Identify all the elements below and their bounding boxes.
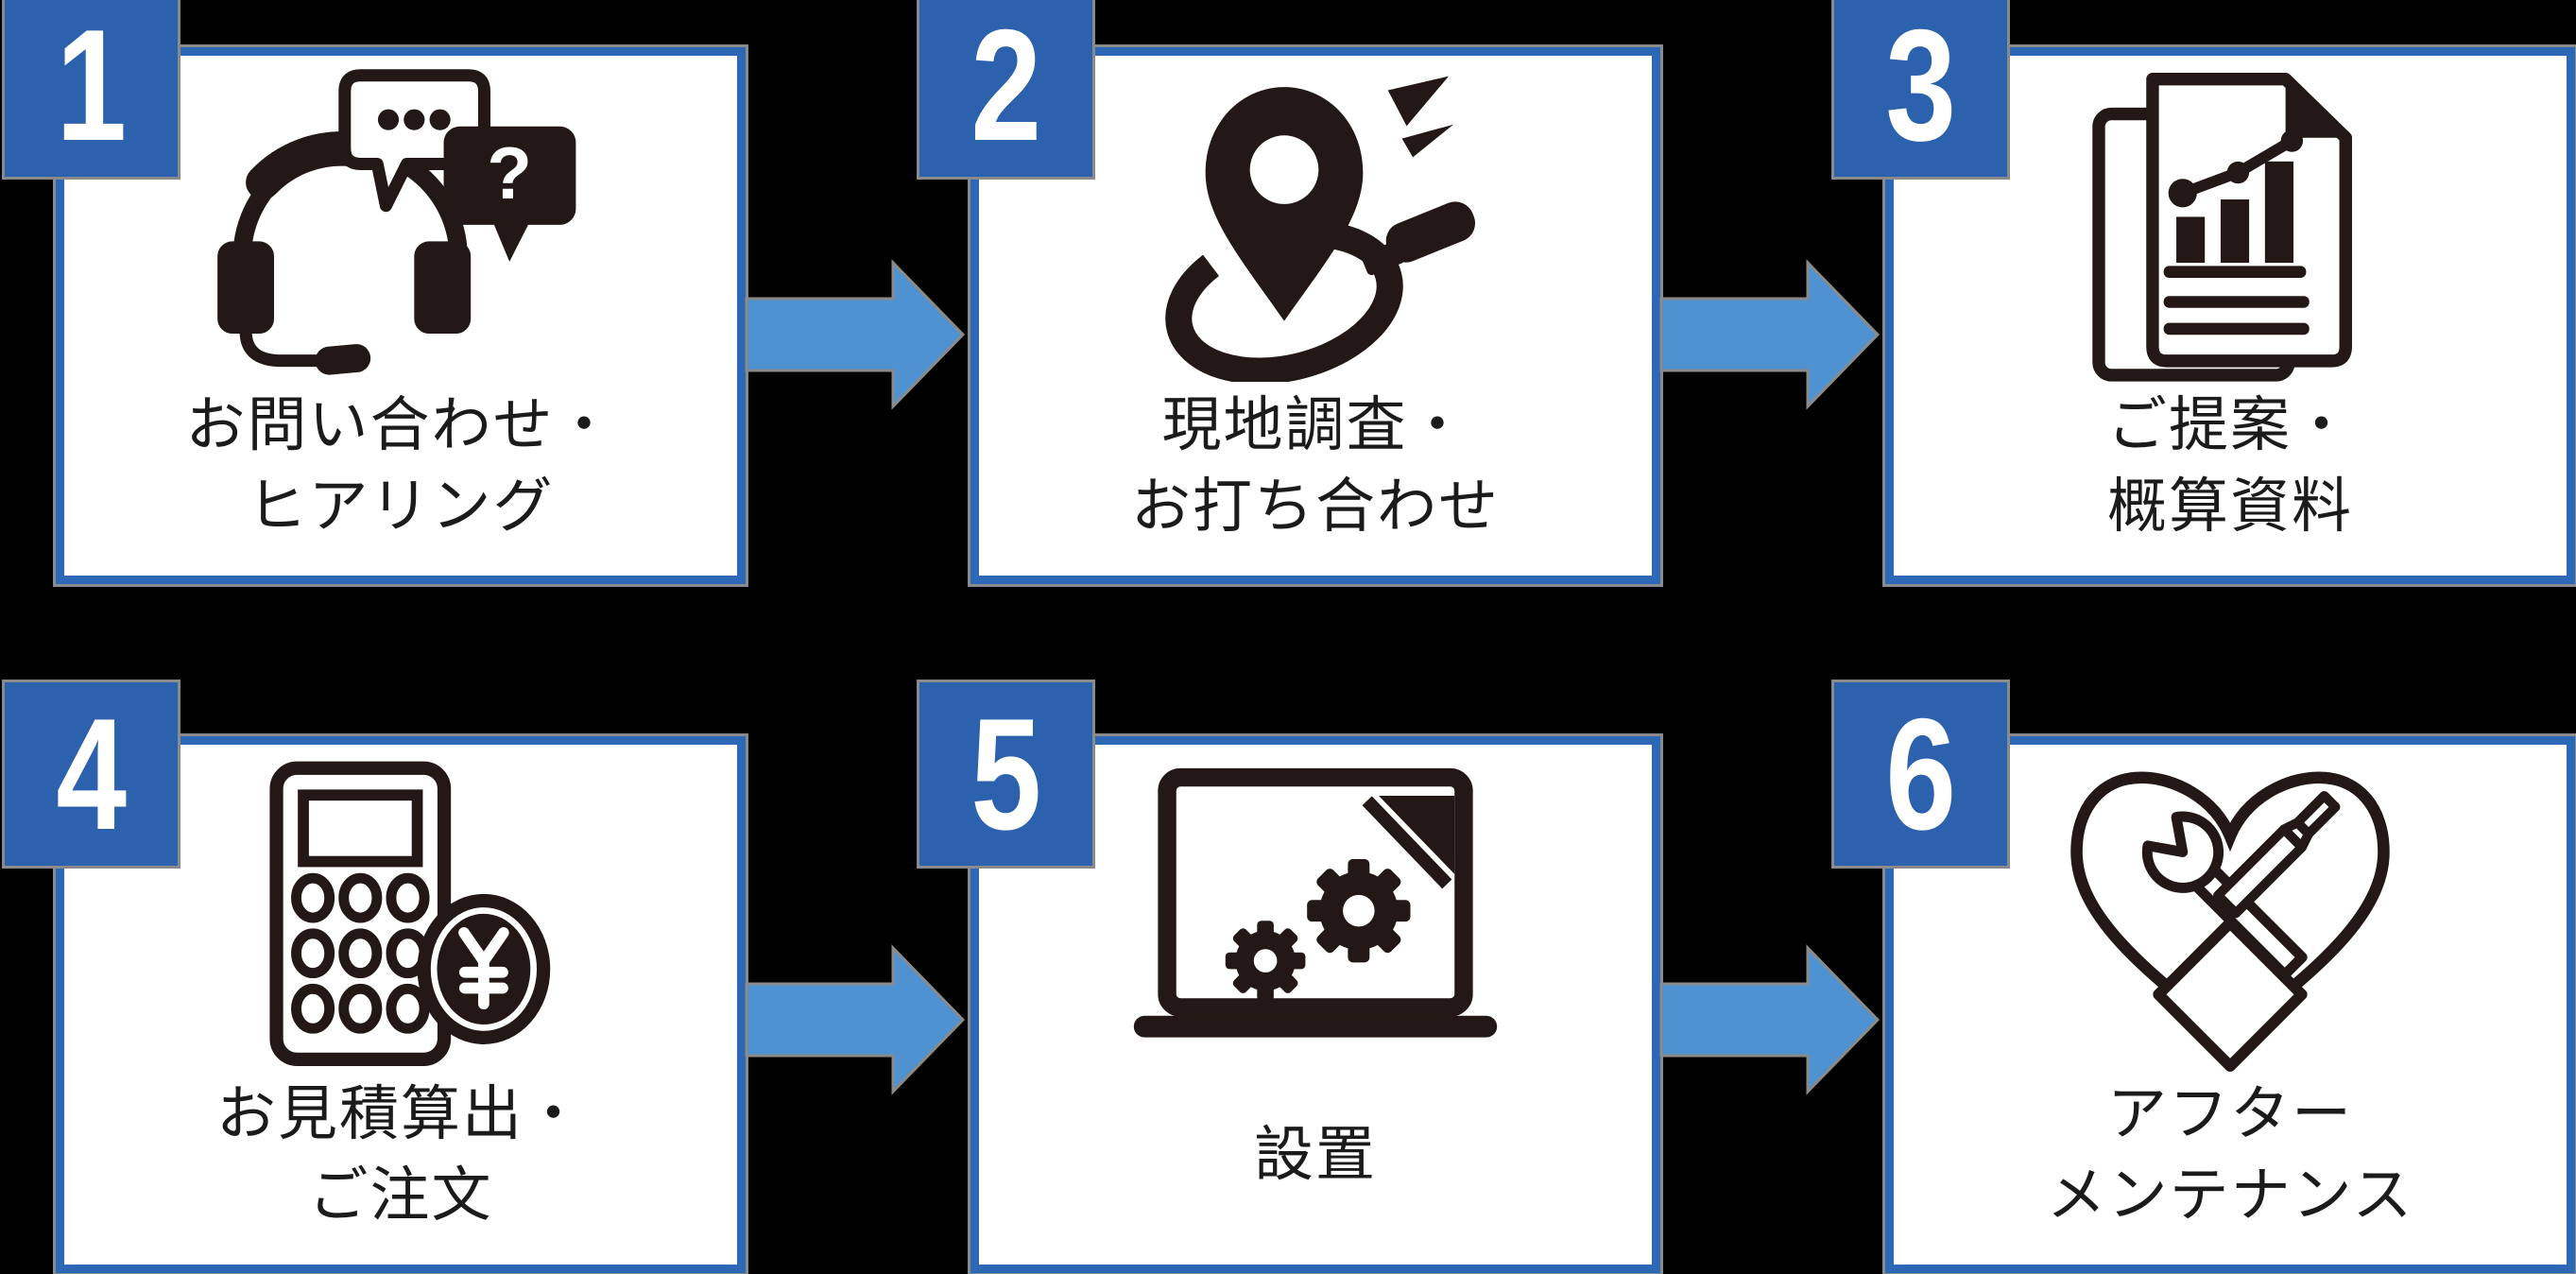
step-number-badge-2: 2 xyxy=(919,0,1092,177)
step-number-1: 1 xyxy=(56,0,127,174)
step-label-3-line1: ご提案・ xyxy=(2107,392,2353,459)
step-label-5: 設置 xyxy=(1254,1066,1377,1246)
step-card-1: ? お問い合わせ・ ヒアリング xyxy=(56,47,746,584)
map-pin-search-icon xyxy=(1140,75,1491,382)
svg-text:?: ? xyxy=(487,130,532,214)
documents-chart-icon xyxy=(2087,72,2373,382)
step-label-3: ご提案・ 概算資料 xyxy=(2107,377,2353,557)
step-number-3: 3 xyxy=(1885,0,1956,174)
step-card-3: ご提案・ 概算資料 xyxy=(1885,47,2575,584)
arrow-right-icon xyxy=(1659,944,1880,1095)
step-label-2-line2: お打ち合わせ xyxy=(1131,473,1500,540)
arrow-right-icon xyxy=(745,259,966,410)
arrow-right-icon xyxy=(745,944,966,1095)
laptop-gears-icon xyxy=(1115,764,1516,1066)
step-number-4: 4 xyxy=(56,685,127,863)
step-number-badge-6: 6 xyxy=(1834,682,2007,866)
headset-chat-icon: ? xyxy=(202,68,599,377)
step-label-4: お見積算出・ ご注文 xyxy=(216,1066,585,1246)
step-label-6: アフター メンテナンス xyxy=(2047,1066,2414,1246)
step-number-badge-1: 1 xyxy=(5,0,178,177)
step-label-1: お問い合わせ・ ヒアリング xyxy=(186,377,616,557)
step-label-1-line1: お問い合わせ・ xyxy=(185,392,616,459)
step-number-5: 5 xyxy=(970,685,1041,863)
step-number-badge-5: 5 xyxy=(919,682,1092,866)
step-number-badge-4: 4 xyxy=(5,682,178,866)
step-label-6-line1: アフター xyxy=(2107,1081,2353,1148)
step-label-4-line2: ご注文 xyxy=(308,1162,493,1229)
step-label-4-line1: お見積算出・ xyxy=(216,1081,585,1148)
step-card-4: お見積算出・ ご注文 xyxy=(56,736,746,1273)
calculator-yen-icon xyxy=(231,761,571,1066)
step-label-2: 現地調査・ お打ち合わせ xyxy=(1131,377,1500,557)
step-label-5-line1: 設置 xyxy=(1254,1122,1377,1189)
step-number-badge-3: 3 xyxy=(1834,0,2007,177)
step-label-2-line1: 現地調査・ xyxy=(1161,392,1469,459)
step-label-6-line2: メンテナンス xyxy=(2046,1162,2414,1229)
step-number-6: 6 xyxy=(1885,685,1956,863)
step-number-2: 2 xyxy=(970,0,1041,174)
heart-tools-icon xyxy=(2064,764,2396,1072)
arrow-right-icon xyxy=(1659,259,1880,410)
step-label-3-line2: 概算資料 xyxy=(2107,473,2353,540)
step-label-1-line2: ヒアリング xyxy=(247,473,555,540)
